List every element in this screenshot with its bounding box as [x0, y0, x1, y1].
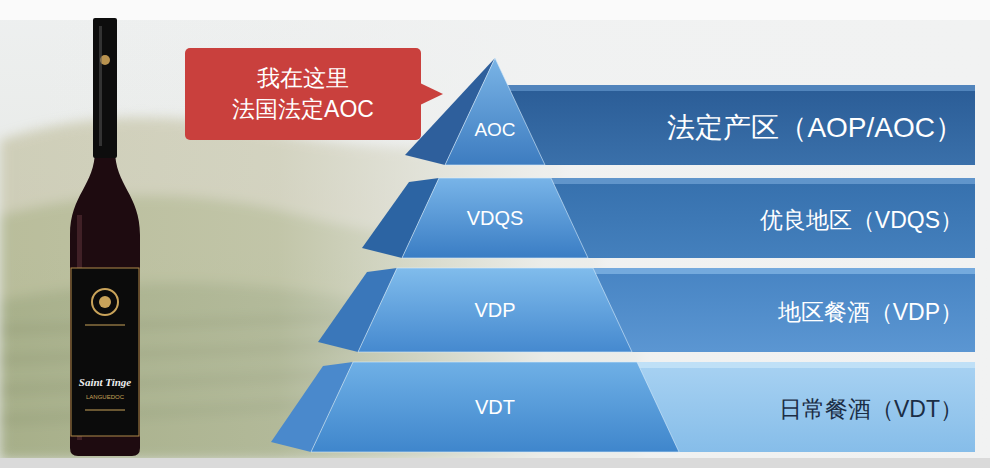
top-strip [0, 0, 990, 20]
tier-code: VDT [475, 395, 515, 419]
tier-name: 地区餐酒（VDP） [778, 299, 963, 327]
wine-bottle [70, 18, 140, 456]
bottle-capsule [93, 18, 117, 158]
pyramid-face [402, 178, 588, 258]
bottle-label-text: Saint Tinge [79, 376, 131, 388]
pyramid-tier: AOC 法定产区（AOP/AOC） [405, 58, 975, 165]
tier-name: 日常餐酒（VDT） [779, 396, 963, 424]
tier-code: VDP [474, 298, 515, 322]
bottom-strip [0, 458, 990, 468]
label-rule [85, 410, 125, 411]
band-bevel [495, 178, 975, 184]
pyramid-face [358, 268, 632, 352]
pyramid-tier: VDT 日常餐酒（VDT） [271, 362, 975, 452]
label-emblem [99, 296, 111, 308]
tier-band [495, 85, 975, 165]
pyramid-tier: VDQS 优良地区（VDQS） [362, 178, 975, 258]
pyramid-tier: VDP 地区餐酒（VDP） [318, 268, 975, 352]
pyramid-face [311, 362, 679, 452]
callout-shape [185, 48, 445, 140]
pyramid-face [445, 58, 545, 165]
label-rule [85, 325, 125, 326]
tier-name: 法定产区（AOP/AOC） [667, 111, 963, 145]
label-emblem [92, 289, 118, 315]
bottle-label [71, 268, 139, 436]
bottle-label-text: LANGUEDOC [86, 394, 124, 401]
callout-tail [420, 83, 443, 105]
callout-bubble: 我在这里 法国法定AOC [185, 48, 445, 140]
callout-text: 我在这里 法国法定AOC [197, 63, 409, 125]
tier-name: 优良地区（VDQS） [760, 207, 963, 235]
tier-code: AOC [474, 119, 515, 142]
callout-box [185, 48, 421, 140]
bottle-body [70, 110, 140, 456]
band-bevel [495, 85, 975, 91]
tier-shape [405, 58, 975, 165]
highlight [99, 26, 102, 146]
tier-code: VDQS [467, 206, 524, 230]
